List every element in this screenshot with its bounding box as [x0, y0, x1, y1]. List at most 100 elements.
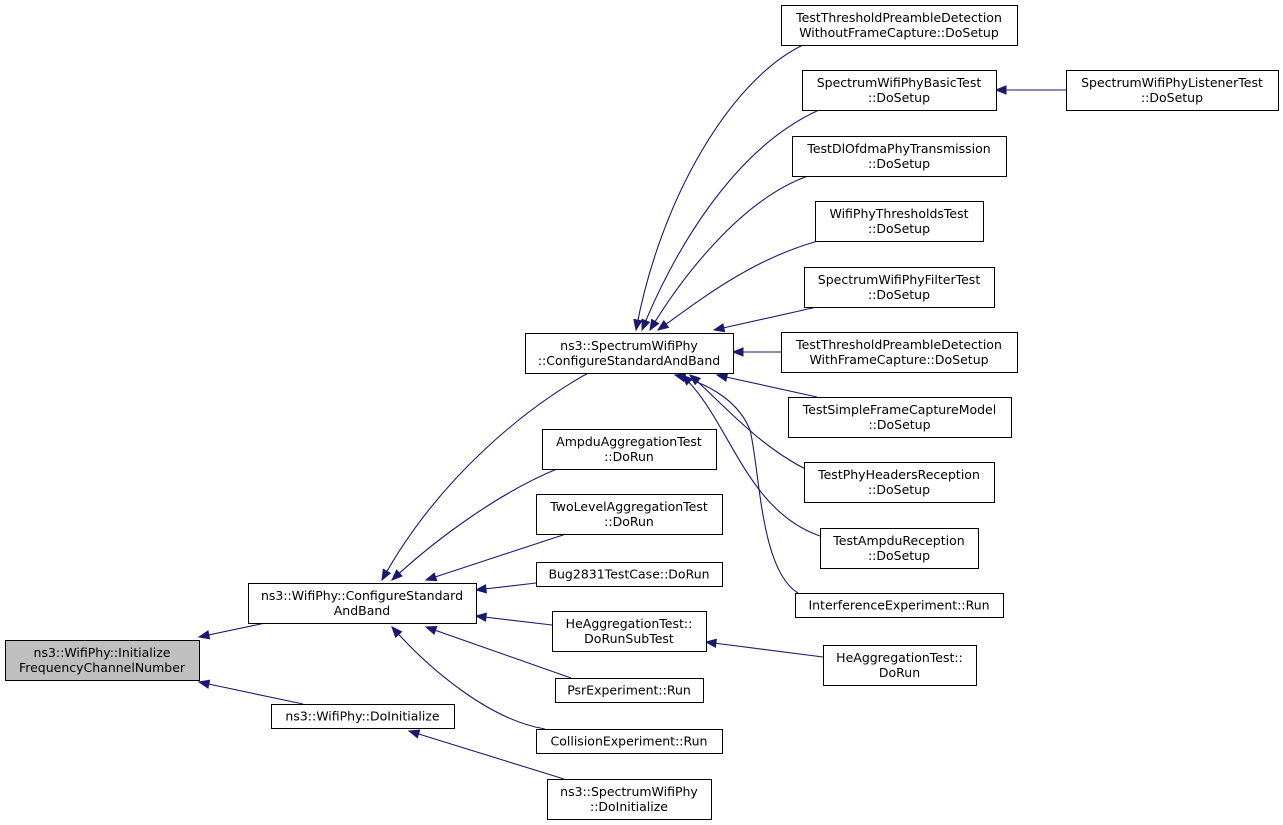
- edge-line: [198, 681, 304, 705]
- node-box[interactable]: [271, 704, 455, 729]
- node-box[interactable]: [1066, 70, 1279, 111]
- node-box[interactable]: [802, 70, 997, 111]
- arrowhead-icon: [391, 625, 403, 638]
- node-box[interactable]: [525, 333, 734, 374]
- edge-ampdu-to-wp_csab: [391, 468, 558, 581]
- node-label: ::DoSetup: [868, 287, 930, 302]
- node-label: AndBand: [334, 603, 391, 618]
- node-twolevel[interactable]: TwoLevelAggregationTest::DoRun: [536, 494, 723, 535]
- node-ttpd-wo[interactable]: TestThresholdPreambleDetectionWithoutFra…: [781, 5, 1018, 46]
- edge-line: [681, 374, 821, 537]
- node-label: TestAmpduReception: [832, 533, 964, 548]
- edge-swpbasic-to-swp_csab: [641, 109, 820, 332]
- node-label: WithoutFrameCapture::DoSetup: [799, 25, 999, 40]
- node-box[interactable]: [788, 397, 1012, 438]
- node-tdlofdma[interactable]: TestDlOfdmaPhyTransmission::DoSetup: [792, 136, 1007, 177]
- node-root[interactable]: ns3::WifiPhy::InitializeFrequencyChannel…: [5, 640, 200, 681]
- node-label: PsrExperiment::Run: [567, 683, 691, 698]
- node-bug2831[interactable]: Bug2831TestCase::DoRun: [536, 562, 723, 587]
- edge-line: [716, 374, 818, 398]
- node-psr[interactable]: PsrExperiment::Run: [555, 678, 704, 703]
- edge-heagg_run-to-heagg_sub: [704, 638, 824, 658]
- node-box[interactable]: [536, 729, 723, 754]
- node-box[interactable]: [815, 201, 984, 242]
- node-box[interactable]: [552, 611, 707, 652]
- node-label: TestPhyHeadersReception: [817, 467, 980, 482]
- node-box[interactable]: [547, 779, 712, 820]
- node-ttpd-w[interactable]: TestThresholdPreambleDetectionWithFrameC…: [781, 332, 1018, 373]
- node-swp-doinit[interactable]: ns3::SpectrumWifiPhy::DoInitialize: [547, 779, 712, 820]
- node-collision[interactable]: CollisionExperiment::Run: [536, 729, 723, 754]
- arrowhead-icon: [688, 374, 702, 386]
- node-box[interactable]: [823, 645, 977, 686]
- node-label: ns3::SpectrumWifiPhy: [560, 784, 698, 799]
- node-label: ns3::WifiPhy::ConfigureStandard: [261, 588, 463, 603]
- node-box[interactable]: [555, 678, 704, 703]
- node-label: ::DoRun: [604, 514, 654, 529]
- node-box[interactable]: [542, 429, 717, 470]
- node-box[interactable]: [820, 528, 979, 569]
- edge-line: [713, 306, 818, 331]
- node-tphr[interactable]: TestPhyHeadersReception::DoSetup: [804, 462, 995, 503]
- edge-line: [475, 615, 553, 626]
- node-interf[interactable]: InterferenceExperiment::Run: [795, 593, 1004, 618]
- edge-line: [408, 730, 565, 780]
- node-swplistener[interactable]: SpectrumWifiPhyListenerTest::DoSetup: [1066, 70, 1279, 111]
- edge-wp_csab-to-root: [197, 621, 271, 640]
- node-box[interactable]: [792, 136, 1007, 177]
- edge-wp_doinit-to-root: [197, 679, 304, 705]
- node-label: InterferenceExperiment::Run: [808, 598, 989, 613]
- node-wp-csab[interactable]: ns3::WifiPhy::ConfigureStandardAndBand: [248, 583, 477, 624]
- node-wpthresh[interactable]: WifiPhyThresholdsTest::DoSetup: [815, 201, 984, 242]
- node-box[interactable]: [536, 562, 723, 587]
- node-box[interactable]: [248, 583, 477, 624]
- node-heagg-sub[interactable]: HeAggregationTest::DoRunSubTest: [552, 611, 707, 652]
- node-tampdu[interactable]: TestAmpduReception::DoSetup: [820, 528, 979, 569]
- node-heagg-run[interactable]: HeAggregationTest::DoRun: [823, 645, 977, 686]
- node-box[interactable]: [536, 494, 723, 535]
- edge-line: [649, 175, 809, 331]
- arrowhead-icon: [407, 729, 421, 739]
- node-label: ::DoInitialize: [590, 799, 668, 814]
- arrowhead-icon: [381, 568, 392, 582]
- arrowhead-icon: [656, 320, 670, 331]
- edge-wpthresh-to-swp_csab: [656, 240, 819, 331]
- node-label: FrequencyChannelNumber: [19, 660, 186, 675]
- node-box[interactable]: [781, 332, 1018, 373]
- node-box[interactable]: [781, 5, 1018, 46]
- node-label: WifiPhyThresholdsTest: [829, 206, 968, 221]
- edge-tsfcm-to-swp_csab: [715, 372, 818, 398]
- edge-ttpd_w-to-swp_csab: [731, 347, 781, 357]
- node-label: TestThresholdPreambleDetection: [795, 337, 1002, 352]
- edge-line: [198, 621, 271, 638]
- node-box[interactable]: [804, 462, 995, 503]
- node-ampdu[interactable]: AmpduAggregationTest::DoRun: [542, 429, 717, 470]
- node-label: ns3::WifiPhy::Initialize: [34, 645, 171, 660]
- node-label: ::ConfigureStandardAndBand: [538, 353, 720, 368]
- edge-line: [391, 468, 558, 581]
- node-swpbasic[interactable]: SpectrumWifiPhyBasicTest::DoSetup: [802, 70, 997, 111]
- arrowhead-icon: [649, 318, 660, 332]
- node-swpfilter[interactable]: SpectrumWifiPhyFilterTest::DoSetup: [804, 267, 995, 308]
- node-box[interactable]: [804, 267, 995, 308]
- arrowhead-icon: [197, 630, 211, 640]
- edge-line: [425, 626, 572, 679]
- arrowhead-icon: [712, 323, 726, 333]
- node-label: ::DoSetup: [868, 156, 930, 171]
- node-label: ::DoSetup: [868, 482, 930, 497]
- node-box[interactable]: [5, 640, 200, 681]
- node-swp-csab[interactable]: ns3::SpectrumWifiPhy::ConfigureStandardA…: [525, 333, 734, 374]
- arrowhead-icon: [474, 584, 487, 594]
- edge-line: [705, 641, 824, 658]
- node-tsfcm[interactable]: TestSimpleFrameCaptureModel::DoSetup: [788, 397, 1012, 438]
- node-label: AmpduAggregationTest: [556, 434, 702, 449]
- arrowhead-icon: [633, 318, 643, 332]
- node-wp-doinit[interactable]: ns3::WifiPhy::DoInitialize: [271, 704, 455, 729]
- edge-swp_doinit-to-wp_doinit: [407, 729, 565, 780]
- node-label: ::DoSetup: [1141, 90, 1203, 105]
- node-label: SpectrumWifiPhyBasicTest: [817, 75, 982, 90]
- node-box[interactable]: [795, 593, 1004, 618]
- edge-collision-to-wp_csab: [391, 625, 546, 730]
- node-label: TwoLevelAggregationTest: [549, 499, 708, 514]
- edge-swpfilter-to-swp_csab: [712, 306, 818, 333]
